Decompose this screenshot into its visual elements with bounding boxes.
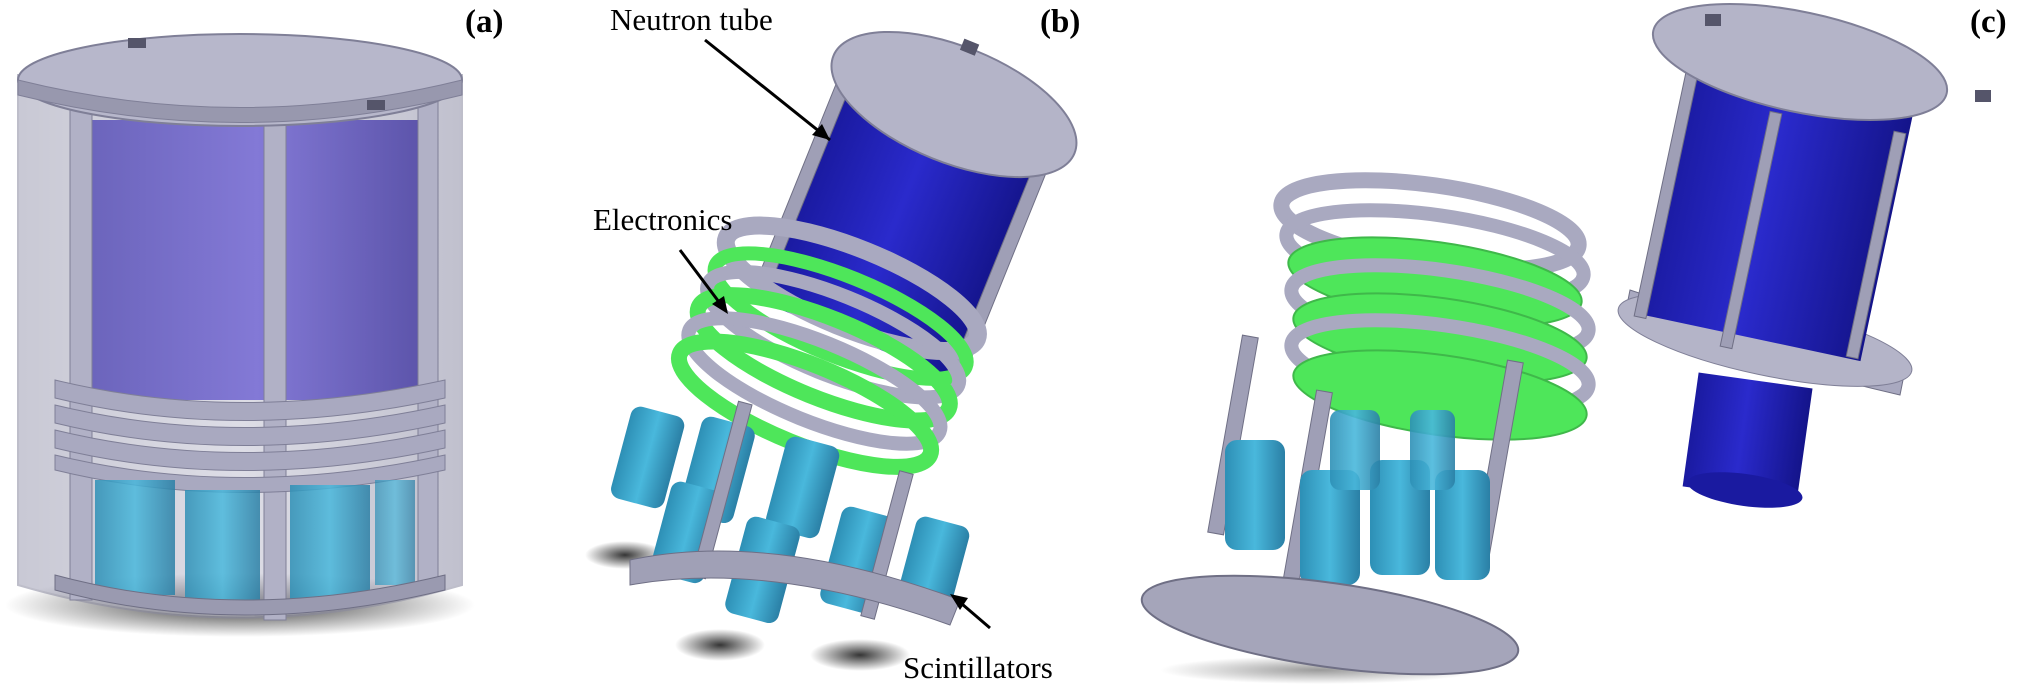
electronics-arrow <box>678 249 727 311</box>
panel-c-neutron-tube-assembly <box>1617 2 1991 508</box>
panel-a-assembly <box>5 33 475 637</box>
panel-a-rod <box>417 99 439 591</box>
panel-b-exploded-view <box>585 30 1078 671</box>
panel-a-scintillators <box>95 480 415 605</box>
panel-a-tag: (a) <box>465 4 504 40</box>
neutron-tube-arrowhead <box>812 124 830 140</box>
panel-a-base-plate <box>54 574 446 616</box>
panel-a-connector <box>367 100 385 110</box>
electronics-arrowhead <box>712 296 728 314</box>
panel-a-top-plate-edge <box>17 79 463 123</box>
neutron-tube-arrow <box>704 38 831 142</box>
panel-b-tag: (b) <box>1040 4 1081 40</box>
neutron-tube-label: Neutron tube <box>610 2 773 37</box>
electronics-label: Electronics <box>593 202 733 237</box>
panel-b-base-plate <box>629 550 961 626</box>
panel-c-frame-assembly <box>1140 172 1596 684</box>
scintillators-label: Scintillators <box>903 650 1053 685</box>
panel-a-rod <box>69 99 93 601</box>
panel-c-tag: (c) <box>1970 4 2007 40</box>
scintillators-arrowhead <box>950 594 968 610</box>
panel-a-rod <box>263 109 287 621</box>
panel-a-neutron-tube <box>85 120 430 400</box>
panel-a-connector <box>128 38 146 48</box>
